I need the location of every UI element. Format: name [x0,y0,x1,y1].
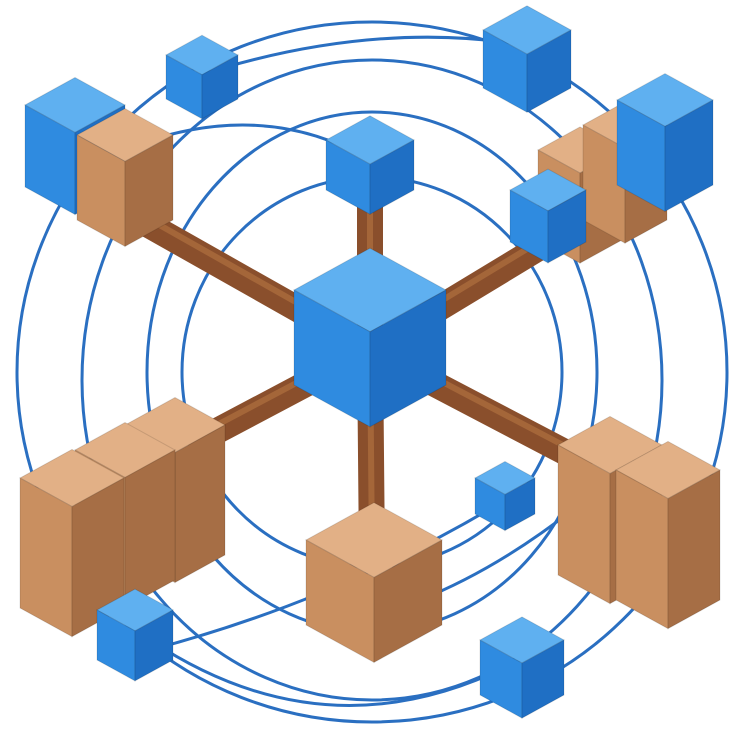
left-lower-cluster-block-1-right [174,424,226,584]
right-upper-cluster-block-3 [615,73,715,213]
bottom-left-cube-block-1 [95,588,175,682]
center-hub-cube [292,247,448,428]
top-right-cube-block-1-right [526,29,572,114]
right-upper-cluster-block-3-right [664,99,714,213]
bottom-left-cube [95,588,175,682]
bottom-left-cube-block-1-right [134,609,174,682]
mid-right-small-cube-block-1-right [504,477,536,532]
left-lower-cluster-block-3-right [71,477,125,638]
top-right-cube [481,5,573,114]
top-right-cube-block-1 [481,5,573,114]
top-left-small-cube-block-1 [164,34,240,120]
top-center-cube [324,115,416,216]
top-left-small-cube [164,34,240,120]
bottom-right-cube [478,616,566,719]
left-upper-cluster [23,76,175,248]
left-lower-cluster-block-3 [18,448,126,638]
right-lower-cluster-block-2 [614,440,722,630]
right-upper-cluster-block-4-right [547,189,587,264]
bottom-center-cube-block-1 [304,502,444,664]
right-lower-cluster [556,415,722,630]
bottom-right-cube-block-1 [478,616,566,719]
network-nodes [18,5,722,719]
left-upper-cluster-block-2 [75,108,175,248]
right-lower-cluster-block-2-left [615,469,669,630]
right-lower-cluster-block-1-left [557,444,611,605]
orbit-ring-outer [15,20,729,724]
mid-right-small-cube-block-1 [473,460,537,532]
top-center-cube-block-1-right [369,139,415,216]
top-left-small-cube-block-1-right [201,54,239,120]
left-lower-cluster [18,396,227,638]
orbit-ring-2 [80,58,664,702]
bottom-center-cube [304,502,444,664]
connection-arc-2 [149,638,521,707]
left-upper-cluster-block-2-right [124,134,174,248]
top-center-cube-block-1 [324,115,416,216]
center-hub-cube-right [369,289,447,428]
bottom-right-cube-block-1-right [521,639,565,719]
left-lower-cluster-block-3-left [19,477,73,638]
mid-right-small-cube [473,460,537,532]
right-upper-cluster-block-4 [508,168,588,264]
right-upper-cluster [508,73,715,264]
right-lower-cluster-block-2-right [667,469,721,630]
left-lower-cluster-block-2-right [124,449,176,609]
bottom-center-cube-block-1-right [373,539,443,664]
